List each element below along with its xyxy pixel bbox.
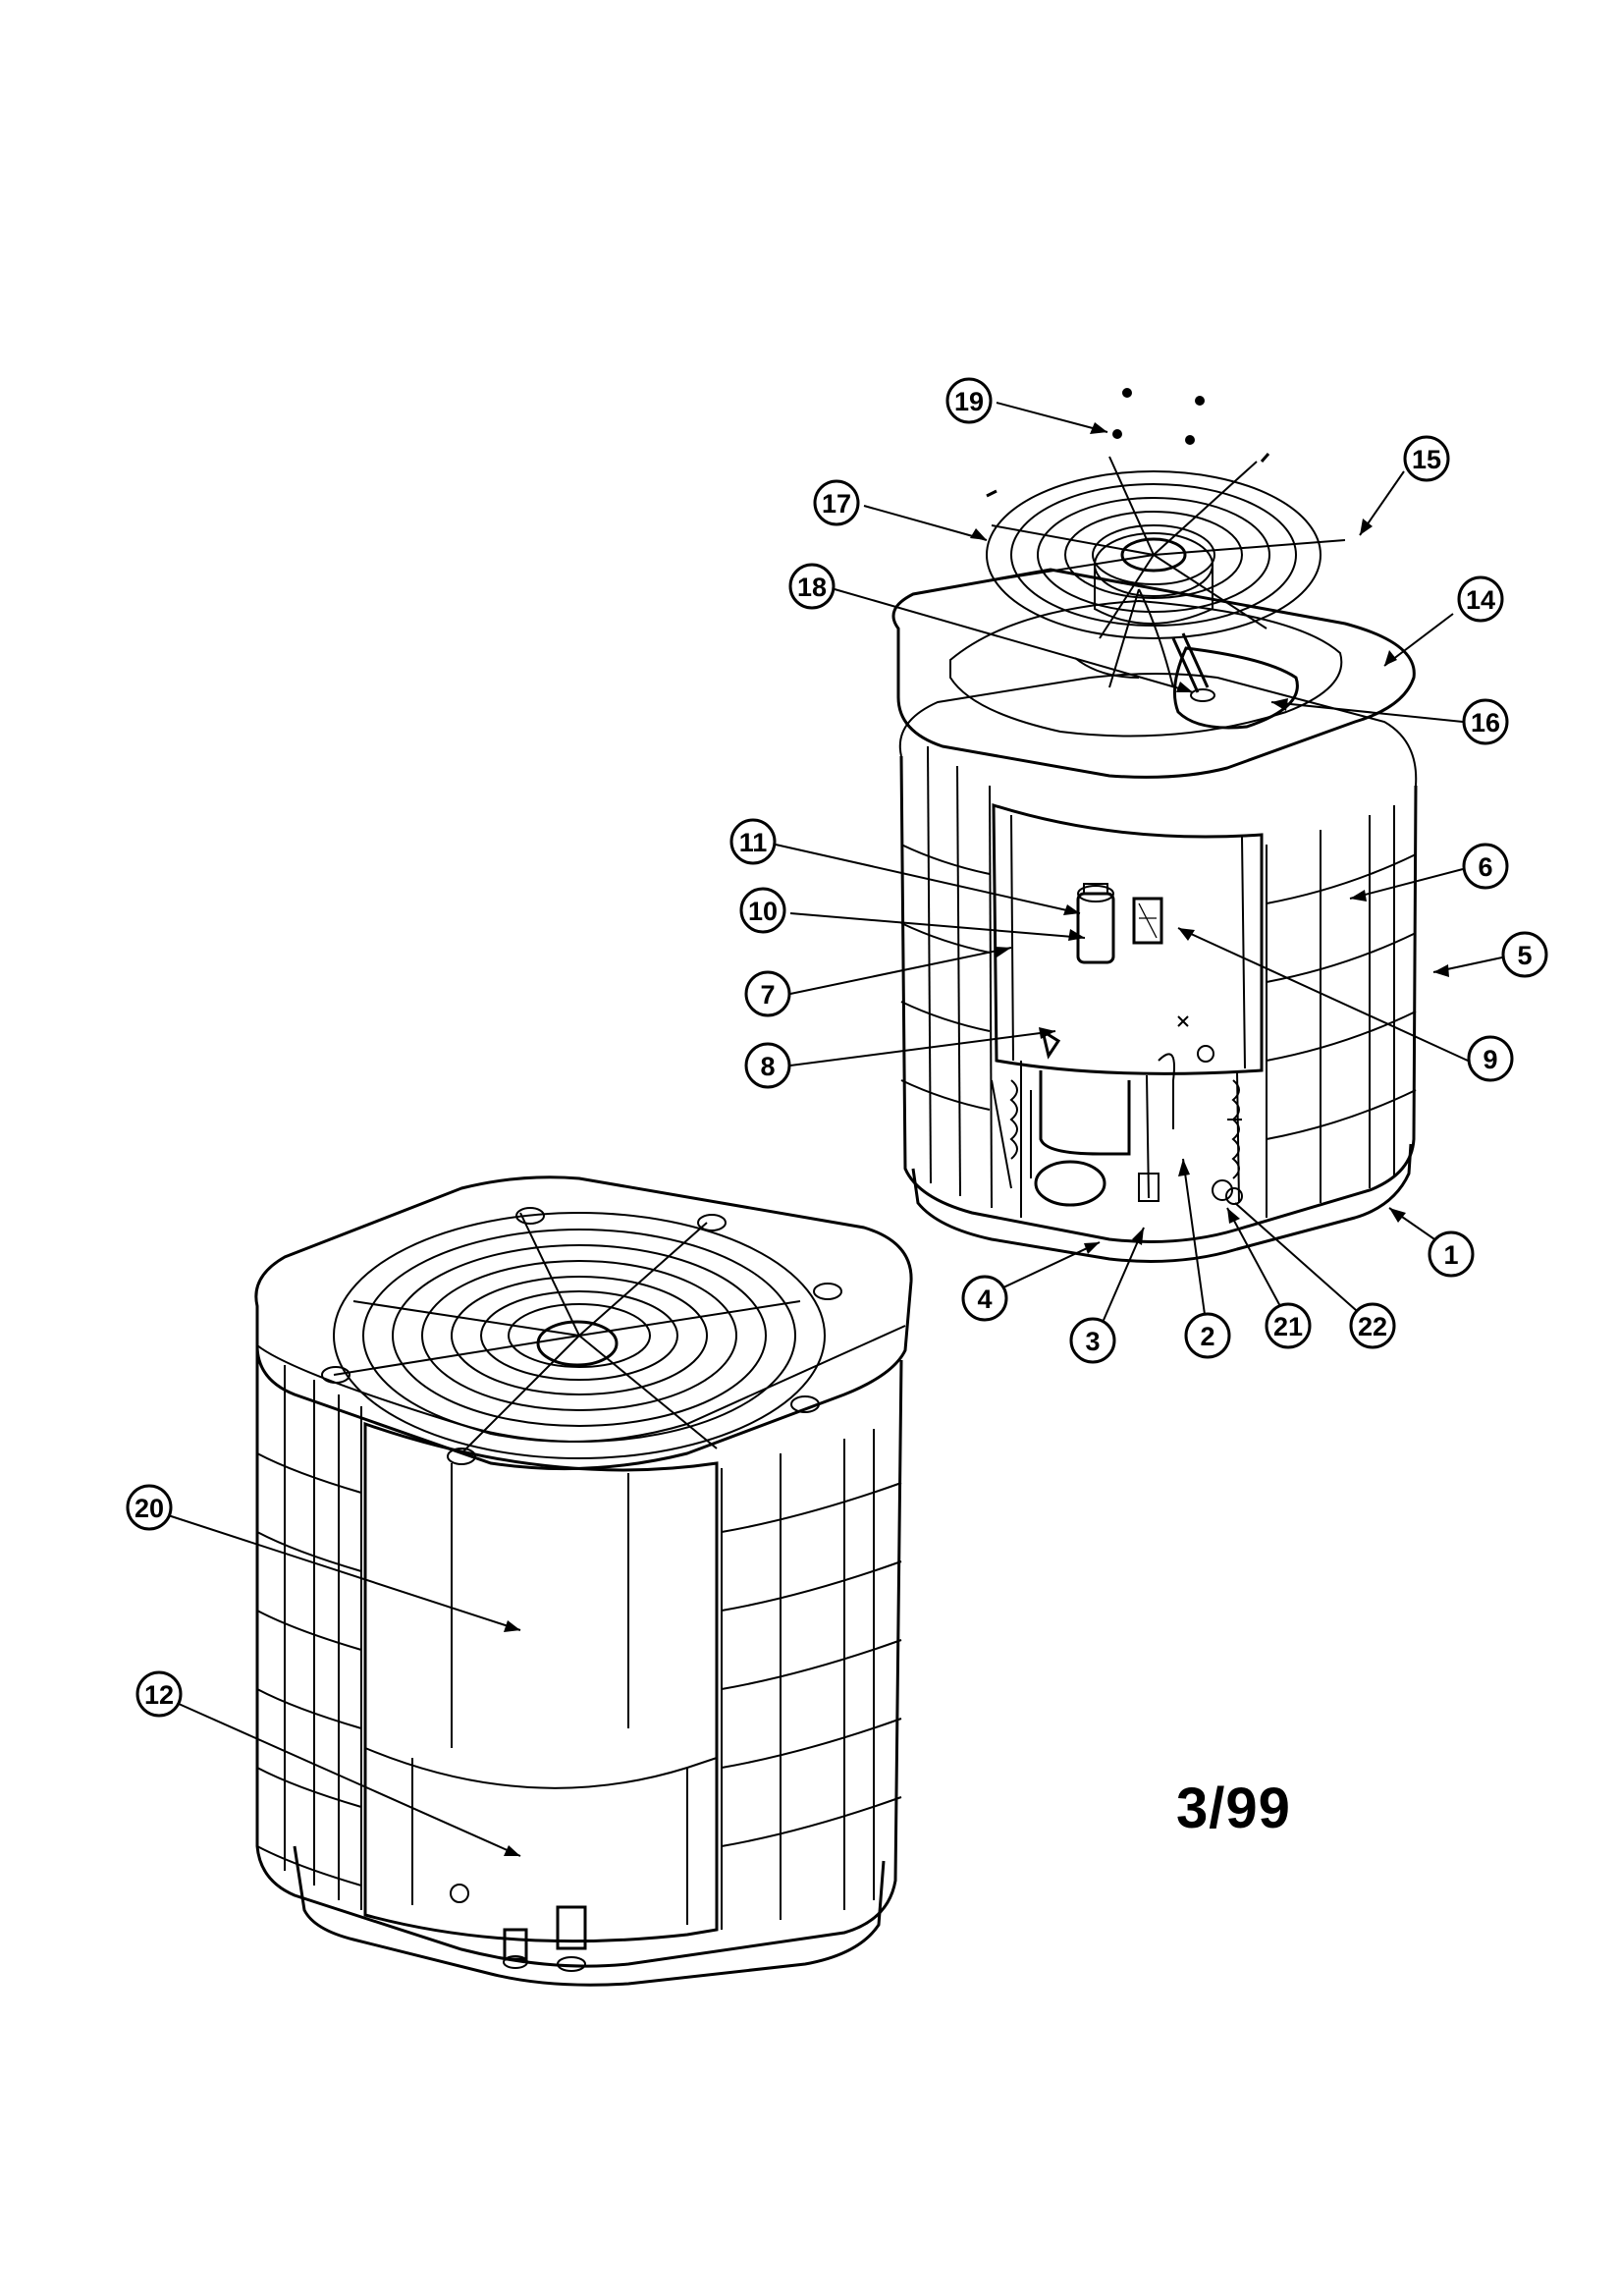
svg-text:11: 11 [739,828,768,857]
callout-9: 9 [1467,1035,1514,1082]
svg-text:20: 20 [135,1494,164,1523]
svg-text:9: 9 [1483,1045,1497,1074]
svg-text:14: 14 [1466,585,1495,615]
svg-text:10: 10 [748,897,778,926]
svg-text:18: 18 [797,573,827,602]
callout-10: 10 [739,887,786,934]
svg-text:5: 5 [1517,941,1532,970]
control-panel-7 [992,802,1264,1075]
svg-text:4: 4 [977,1285,992,1314]
arrowheads [504,422,1449,1856]
callout-4: 4 [961,1275,1008,1322]
callout-6: 6 [1462,843,1509,890]
svg-text:12: 12 [144,1680,174,1710]
date-code-label: 3/99 [1176,1777,1291,1840]
svg-text:1: 1 [1443,1240,1458,1270]
base-pan-1 [911,1143,1413,1263]
callout-11: 11 [729,818,777,865]
callout-bubbles: 19 15 17 18 14 16 11 6 [126,377,1548,1718]
compressor-bay [991,1027,1243,1218]
access-panel-20 [363,1421,719,1943]
cabinet-body [255,1345,903,1968]
callout-21: 21 [1265,1302,1312,1349]
svg-text:7: 7 [760,980,775,1010]
fan-guard [321,1207,842,1465]
right-coil-grille [721,1429,902,1930]
callout-8: 8 [744,1042,791,1089]
callout-15: 15 [1403,435,1450,482]
callout-20: 20 [126,1484,173,1531]
service-valves [450,1884,587,1972]
callout-3: 3 [1069,1317,1116,1364]
callout-16: 16 [1462,698,1509,745]
svg-text:22: 22 [1358,1312,1387,1341]
leader-lines [158,402,1503,1857]
svg-text:17: 17 [822,489,851,519]
fan-guard-17 [966,453,1346,639]
top-cover [254,1175,913,1471]
callout-22: 22 [1349,1302,1396,1349]
callout-17: 17 [813,479,860,526]
callout-5: 5 [1501,931,1548,978]
svg-text:15: 15 [1412,445,1441,474]
coil-grille-right [1266,805,1417,1218]
coil-grille-left [900,745,993,1209]
base-pan [293,1845,886,1987]
screws-19 [1112,388,1205,445]
callout-7: 7 [744,970,791,1017]
callout-18: 18 [788,563,836,610]
svg-text:19: 19 [954,387,984,416]
svg-text:16: 16 [1471,708,1500,738]
assembled-condenser-unit [254,1175,913,1987]
svg-text:8: 8 [760,1052,775,1081]
left-coil-grille [256,1365,362,1910]
callout-19: 19 [945,377,993,424]
coil-cabinet [899,755,1418,1243]
svg-text:6: 6 [1478,852,1492,882]
exploded-condenser-unit [891,388,1418,1263]
svg-text:21: 21 [1273,1312,1303,1341]
svg-text:2: 2 [1200,1322,1214,1351]
capacitor-10 [1076,883,1115,964]
callout-14: 14 [1457,575,1504,623]
callout-12: 12 [135,1670,183,1718]
callout-1: 1 [1428,1230,1475,1278]
callout-2: 2 [1184,1312,1231,1359]
contactor-9 [1132,897,1163,945]
control-box-cover-12 [411,1758,688,1925]
svg-text:3: 3 [1085,1327,1100,1356]
